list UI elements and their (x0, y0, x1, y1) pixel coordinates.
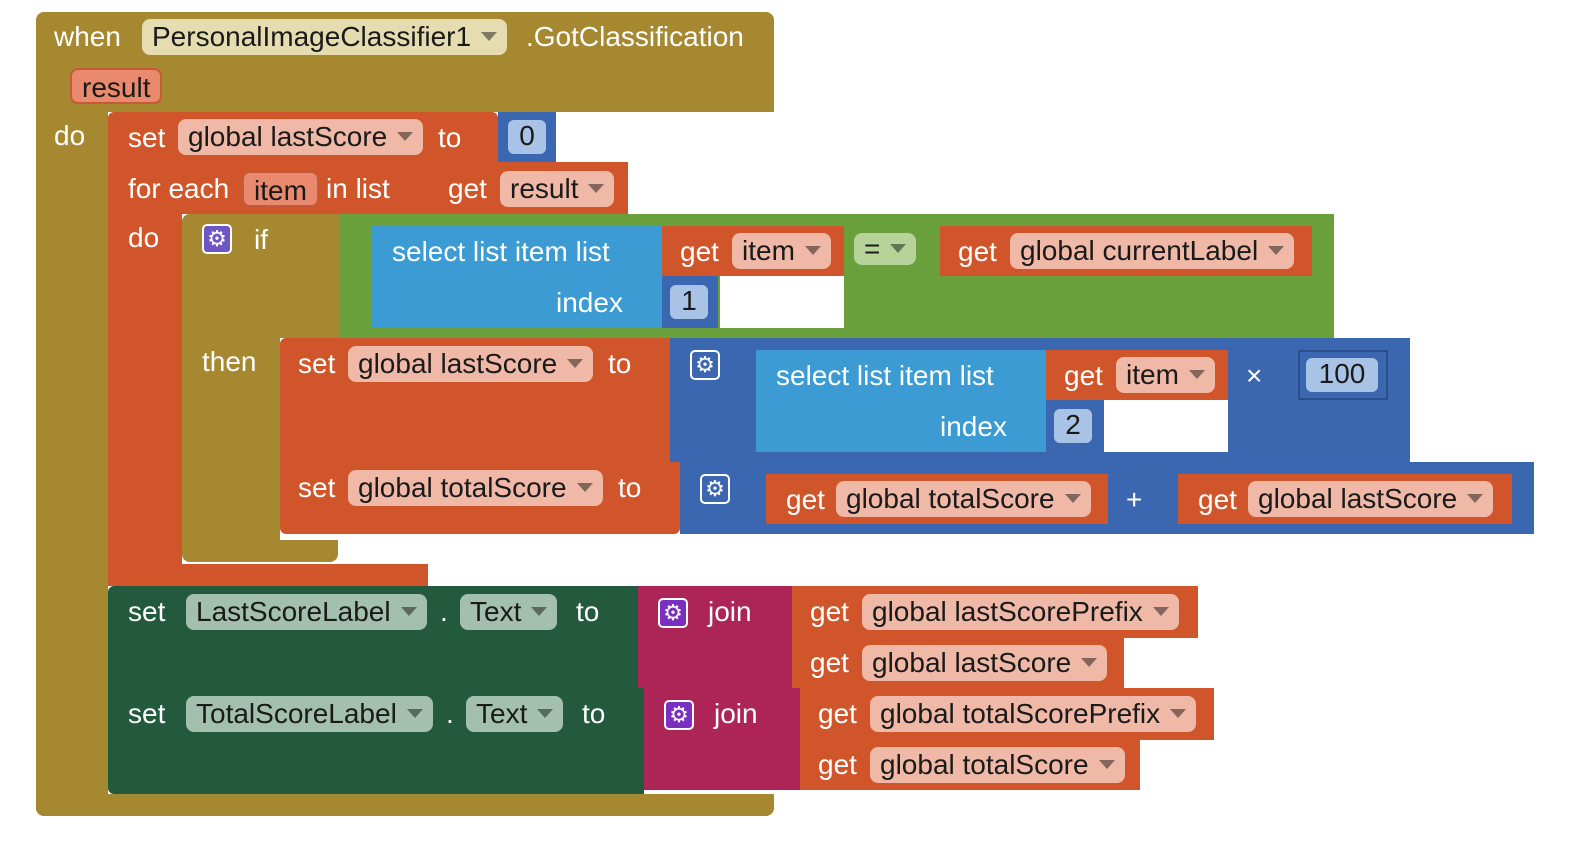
totalscore-var-dropdown[interactable]: global totalScore (348, 470, 603, 506)
select-list-item-empty-slot (720, 276, 844, 328)
lastscore-var-dropdown-3[interactable]: global lastScore (862, 645, 1108, 681)
lastscore-var-dropdown-2[interactable]: global lastScore (348, 346, 594, 382)
gear-icon[interactable]: ⚙ (658, 598, 688, 628)
gear-icon[interactable]: ⚙ (664, 700, 694, 730)
select-list-item-label: select list item list (392, 236, 610, 267)
get-label: get (818, 749, 857, 780)
join-label: join (708, 596, 752, 627)
join-label: join (714, 698, 758, 729)
event-block-bottom (36, 794, 774, 816)
item-var-dropdown[interactable]: item (732, 233, 831, 269)
number-1-value[interactable]: 1 (670, 285, 708, 319)
get-label: get (448, 173, 487, 204)
then-label: then (202, 346, 257, 377)
totalscore-get-dropdown[interactable]: global totalScore (836, 481, 1091, 517)
text-property-dropdown[interactable]: Text (466, 696, 564, 732)
event-block-body-left (36, 100, 108, 816)
result-param[interactable]: result (70, 68, 163, 104)
in-list-label: in list (326, 173, 390, 204)
number-0-value[interactable]: 0 (508, 120, 546, 154)
to-label: to (438, 122, 462, 153)
do-label: do (54, 120, 86, 151)
get-label: get (810, 596, 849, 627)
if-block-body-left (182, 214, 280, 562)
if-label: if (254, 224, 268, 255)
foreach-do-label: do (128, 222, 160, 253)
event-name-label: .GotClassification (526, 21, 744, 52)
current-label-var-dropdown[interactable]: global currentLabel (1010, 233, 1295, 269)
plus-operator: + (1126, 484, 1143, 515)
text-property-dropdown[interactable]: Text (460, 594, 558, 630)
set-label: set (128, 122, 166, 153)
when-label: when (54, 21, 121, 52)
equals-operator-dropdown[interactable]: = (854, 233, 917, 265)
to-label: to (618, 472, 642, 503)
gear-icon[interactable]: ⚙ (202, 224, 232, 254)
result-var-dropdown[interactable]: result (500, 171, 615, 207)
totalscoreprefix-var-dropdown[interactable]: global totalScorePrefix (870, 696, 1197, 732)
totalscorelabel-component-dropdown[interactable]: TotalScoreLabel (186, 696, 433, 732)
to-label: to (576, 596, 600, 627)
set-label: set (298, 348, 336, 379)
multiply-operator: × (1246, 360, 1263, 391)
index-label: index (556, 287, 623, 318)
to-label: to (608, 348, 632, 379)
item-param[interactable]: item (242, 171, 319, 207)
set-label: set (128, 698, 166, 729)
if-block-bottom (182, 540, 338, 562)
get-label: get (958, 236, 997, 267)
to-label: to (582, 698, 606, 729)
lastscore-get-dropdown[interactable]: global lastScore (1248, 481, 1494, 517)
totalscore-var-dropdown-2[interactable]: global totalScore (870, 747, 1125, 783)
gear-icon[interactable]: ⚙ (690, 350, 720, 380)
number-2-value[interactable]: 2 (1054, 409, 1092, 443)
component-dropdown[interactable]: PersonalImageClassifier1 (142, 19, 508, 55)
dot-label: . (446, 698, 454, 729)
index-label: index (940, 411, 1007, 442)
foreach-block-body-left (108, 162, 182, 586)
get-label: get (818, 698, 857, 729)
get-label: get (1064, 360, 1103, 391)
select-list-item-label: select list item list (776, 360, 994, 391)
get-label: get (680, 236, 719, 267)
set-label: set (128, 596, 166, 627)
set-label: set (298, 472, 336, 503)
number-100-value[interactable]: 100 (1306, 358, 1378, 392)
get-label: get (1198, 484, 1237, 515)
gear-icon[interactable]: ⚙ (700, 474, 730, 504)
foreach-block-bottom (108, 564, 428, 586)
for-each-label: for each (128, 173, 230, 204)
dot-label: . (440, 596, 448, 627)
item-var-dropdown-2[interactable]: item (1116, 357, 1215, 393)
select-list-item-block-1[interactable] (372, 226, 662, 328)
lastscore-var-dropdown[interactable]: global lastScore (178, 119, 424, 155)
lastscorelabel-component-dropdown[interactable]: LastScoreLabel (186, 594, 427, 630)
select-list-item-block-2[interactable] (756, 350, 1046, 452)
get-label: get (786, 484, 825, 515)
get-label: get (810, 647, 849, 678)
select-list-item-empty-slot (1104, 400, 1228, 452)
lastscoreprefix-var-dropdown[interactable]: global lastScorePrefix (862, 594, 1179, 630)
